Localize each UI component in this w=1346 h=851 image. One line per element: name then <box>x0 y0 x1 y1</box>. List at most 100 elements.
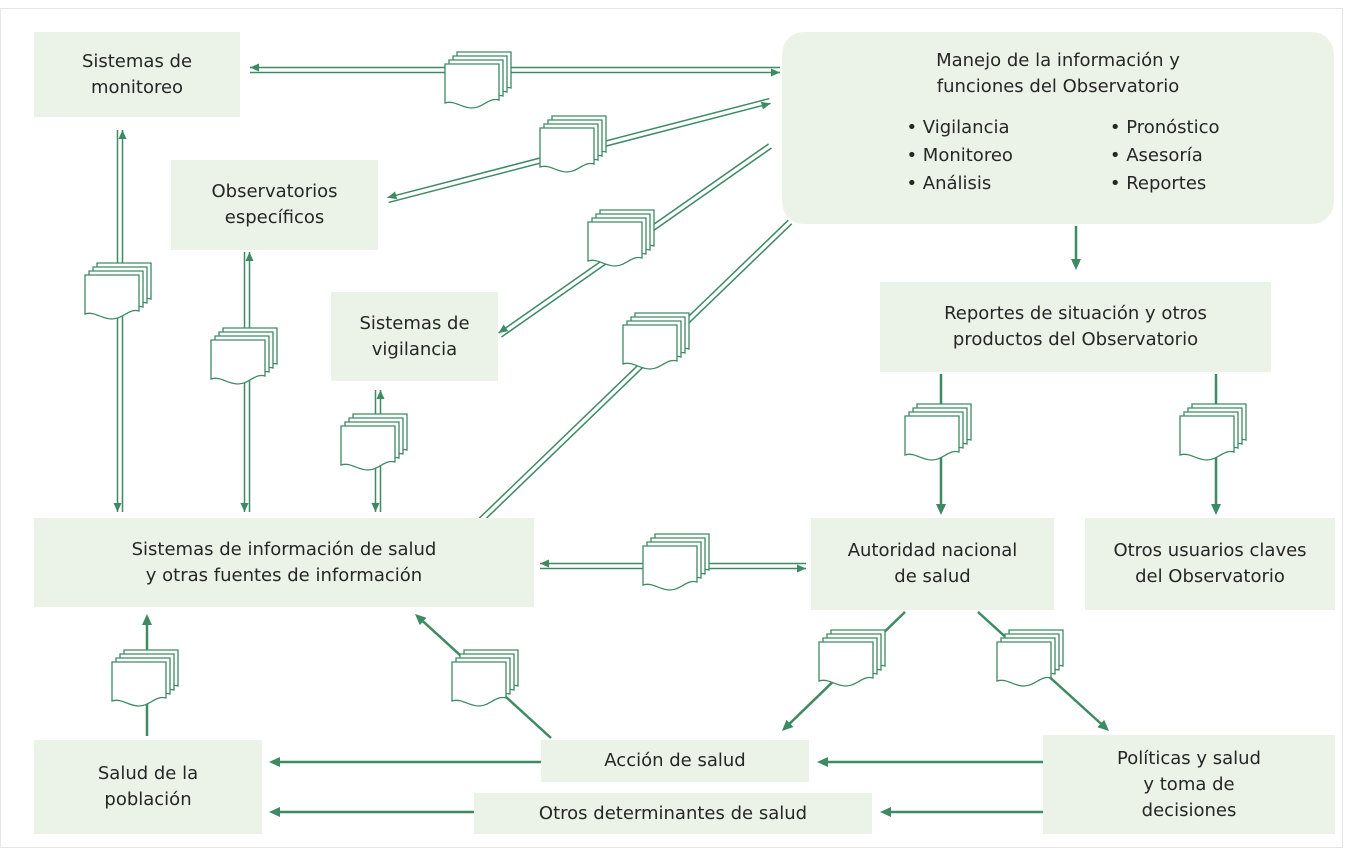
node-reportes-situacion: Reportes de situación y otros productos … <box>880 282 1271 372</box>
arrowhead-icon <box>371 503 380 512</box>
function-item: Asesoría <box>1110 142 1220 170</box>
arrowhead-icon <box>118 130 127 139</box>
node-label-line: Acción de salud <box>604 750 746 771</box>
node-label-line: y toma de <box>1143 773 1235 795</box>
arrowhead-icon <box>498 324 509 333</box>
node-label-line: productos del Observatorio <box>952 329 1199 350</box>
node-manejo-observatorio: Manejo de la información y funciones del… <box>782 32 1334 224</box>
document-stack-icon <box>84 262 152 320</box>
node-otros-usuarios: Otros usuarios claves del Observatorio <box>1085 518 1335 610</box>
document-page <box>111 661 167 707</box>
connector-line <box>482 223 793 523</box>
function-item: Monitoreo <box>906 142 1013 170</box>
node-label-line: decisiones <box>1141 799 1237 821</box>
document-page <box>818 641 874 687</box>
arrow-politicas-determinantes <box>880 807 1043 817</box>
arrowhead-icon <box>797 564 806 573</box>
diagram-frame <box>0 8 1343 848</box>
node-sistemas-vigilancia: Sistemas de vigilancia <box>331 292 498 381</box>
node-label-line: de salud <box>894 566 971 587</box>
arrowhead-icon <box>1097 719 1109 731</box>
node-label-line: Otros determinantes de salud <box>538 802 808 824</box>
node-politicas-salud: Políticas y salud y toma de decisiones <box>1043 735 1335 834</box>
connector-line <box>478 219 789 519</box>
node-label-line: población <box>104 789 192 810</box>
document-stack-icon <box>904 403 972 461</box>
node-label-line: vigilancia <box>371 338 458 360</box>
node-label-line: específicos <box>224 207 325 228</box>
document-page <box>587 221 643 267</box>
document-stack-icon <box>996 629 1064 687</box>
arrowhead-icon <box>760 101 771 110</box>
document-stack-icon <box>818 629 886 687</box>
arrowhead-icon <box>240 503 249 512</box>
arrow-politicas-accion <box>817 757 1043 767</box>
document-stack-icon <box>210 327 278 385</box>
node-label-line: monitoreo <box>90 76 184 98</box>
document-page <box>996 641 1052 687</box>
arrow-accion-poblacion <box>269 757 541 767</box>
function-item: Análisis <box>906 170 1012 198</box>
arrowhead-icon <box>817 757 828 767</box>
document-stack-icon <box>444 51 512 109</box>
document-page <box>451 661 507 707</box>
document-stack-icon <box>340 413 408 471</box>
node-label-line: Otros usuarios claves <box>1113 540 1307 561</box>
document-page <box>340 425 396 471</box>
document-stack-icon <box>1179 403 1247 461</box>
document-stack-icon <box>451 649 519 707</box>
node-label-line: Manejo de la información y <box>936 50 1180 71</box>
arrowhead-icon <box>245 252 254 261</box>
arrowhead-icon <box>540 559 549 568</box>
node-label-line: Autoridad nacional <box>847 540 1018 561</box>
observatory-functions: Vigilancia Monitoreo Análisis Pronóstico… <box>788 114 1328 198</box>
connector-monitoreo-sis-info <box>113 130 127 512</box>
document-page <box>1179 415 1235 461</box>
function-item: Vigilancia <box>906 114 1012 142</box>
node-observatorios-especificos: Observatorios específicos <box>171 160 378 250</box>
node-sistemas-monitoreo: Sistemas de monitoreo <box>34 32 240 117</box>
arrowhead-icon <box>113 503 122 512</box>
functions-list-left: Vigilancia Monitoreo Análisis <box>906 114 1013 198</box>
arrowhead-icon <box>376 390 385 399</box>
arrowhead-icon <box>782 719 794 731</box>
arrowhead-icon <box>936 504 946 515</box>
document-page <box>210 339 266 385</box>
arrowhead-icon <box>771 68 780 77</box>
arrow-determinantes-poblacion <box>269 807 474 817</box>
connector-monitoreo-observatorio <box>250 63 780 77</box>
node-label-line: del Observatorio <box>1135 566 1285 587</box>
document-page <box>642 545 698 591</box>
arrow-observatorio-reportes <box>1071 226 1081 270</box>
node-label-line: Observatorios <box>211 181 338 202</box>
document-page <box>622 324 678 370</box>
node-label-line: Políticas y salud <box>1117 747 1261 769</box>
function-item: Reportes <box>1110 170 1220 198</box>
node-salud-poblacion: Salud de la población <box>34 740 262 834</box>
document-stack-icon <box>587 209 655 267</box>
arrowhead-icon <box>142 614 152 625</box>
node-label-line: y otras fuentes de información <box>145 564 423 586</box>
document-page <box>904 415 960 461</box>
arrowhead-icon <box>880 807 891 817</box>
document-page <box>444 63 500 109</box>
node-accion-salud: Acción de salud <box>541 740 809 782</box>
arrowhead-icon <box>269 757 280 767</box>
arrowhead-icon <box>1071 259 1081 270</box>
arrowhead-icon <box>1211 504 1221 515</box>
functions-list-right: Pronóstico Asesoría Reportes <box>1110 114 1220 198</box>
node-sistemas-informacion: Sistemas de información de salud y otras… <box>34 518 534 607</box>
node-label-line: Sistemas de <box>359 312 470 334</box>
node-label-line: Reportes de situación y otros <box>944 303 1207 324</box>
node-autoridad-nacional: Autoridad nacional de salud <box>811 518 1054 610</box>
arrowhead-icon <box>415 614 427 626</box>
document-stack-icon <box>111 649 179 707</box>
document-stack-icon <box>642 533 710 591</box>
node-otros-determinantes: Otros determinantes de salud <box>474 793 872 834</box>
document-page <box>539 127 595 173</box>
document-stack-icon <box>622 312 690 370</box>
arrowhead-icon <box>269 807 280 817</box>
node-label-line: funciones del Observatorio <box>936 76 1180 97</box>
